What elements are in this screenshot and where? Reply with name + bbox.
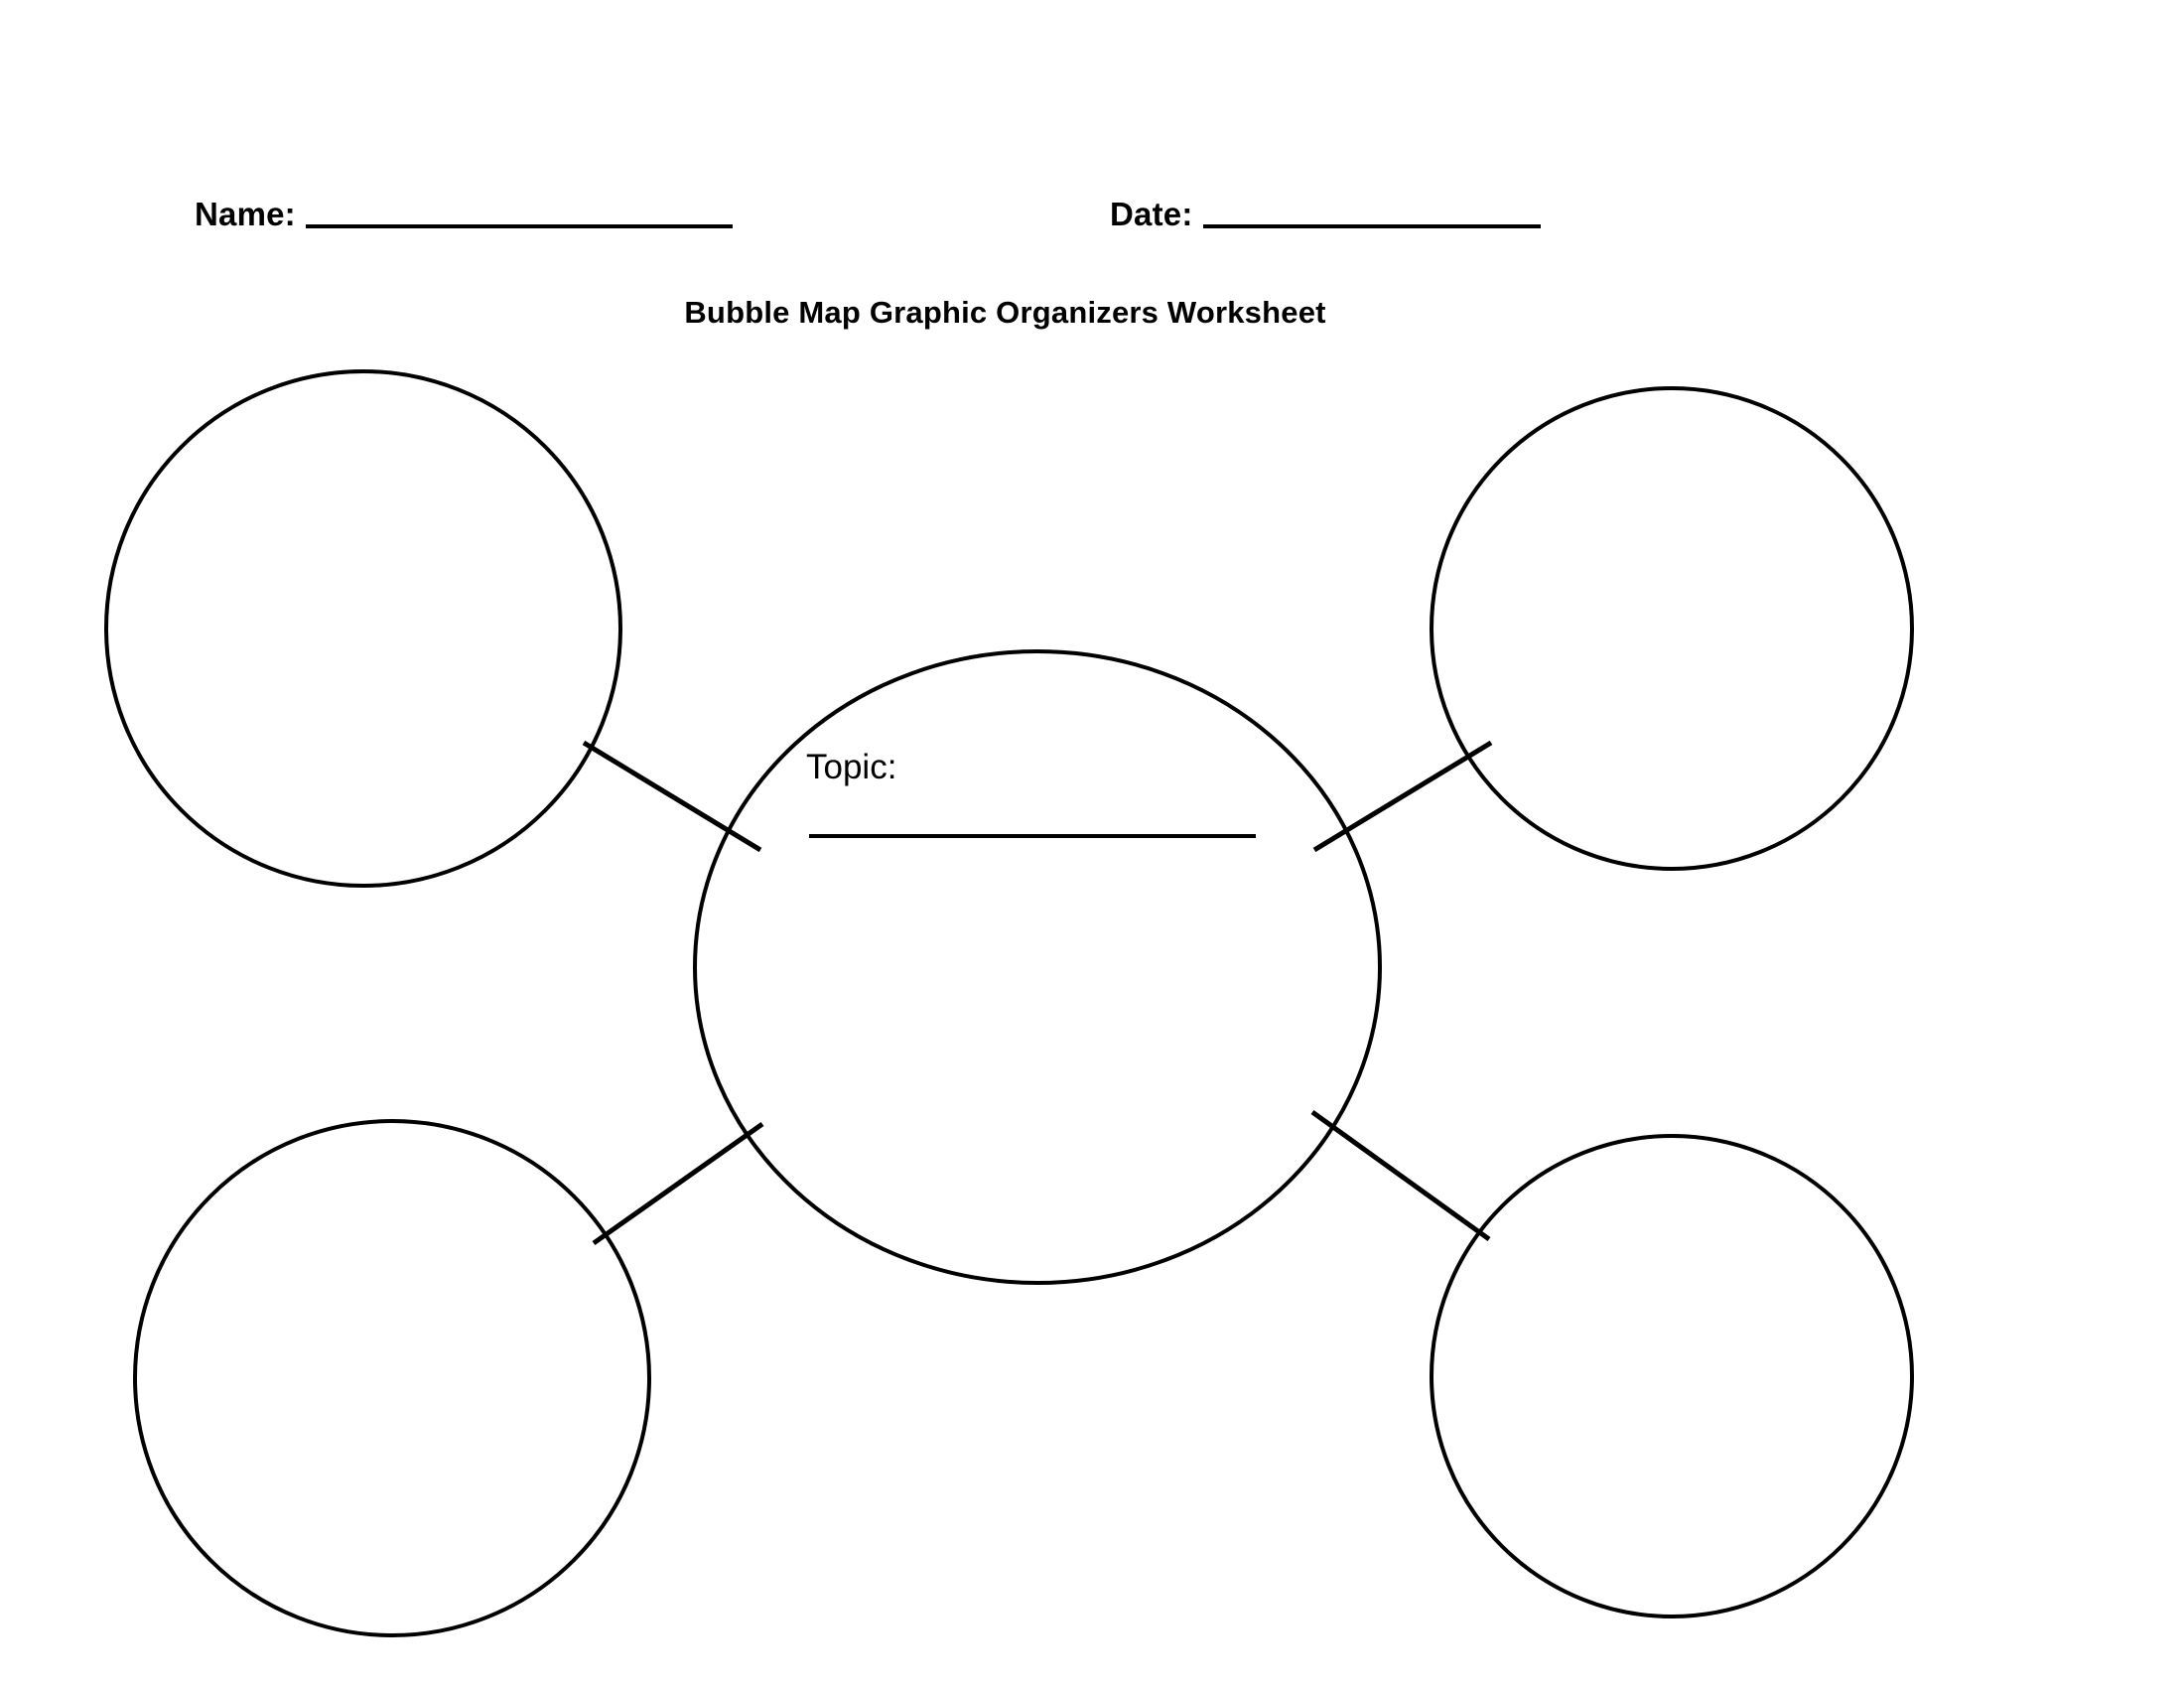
bubble-top-left[interactable] — [104, 369, 622, 888]
date-field-label: Date: — [1110, 196, 1193, 232]
topic-label: Topic: — [806, 748, 897, 786]
bubble-top-right[interactable] — [1430, 386, 1914, 871]
worksheet-title: Bubble Map Graphic Organizers Worksheet — [684, 295, 1326, 330]
date-input-line[interactable] — [1202, 224, 1541, 228]
connector-center-to-top-left — [582, 740, 762, 853]
connector-center-to-bottom-right — [1310, 1109, 1491, 1242]
bubble-bottom-right[interactable] — [1430, 1134, 1914, 1618]
worksheet-header: Name: Date: — [0, 195, 2184, 264]
name-field-label: Name: — [195, 196, 296, 232]
topic-block: Topic: — [806, 747, 1273, 838]
name-input-line[interactable] — [305, 224, 733, 228]
date-field-group: Date: — [1110, 195, 1541, 234]
bubble-bottom-left[interactable] — [133, 1119, 651, 1637]
connector-center-to-bottom-left — [592, 1121, 764, 1246]
bubble-center-topic[interactable] — [693, 649, 1382, 1285]
name-field-group: Name: — [195, 195, 733, 234]
connector-center-to-top-right — [1312, 740, 1493, 853]
topic-input-line[interactable] — [809, 834, 1256, 838]
